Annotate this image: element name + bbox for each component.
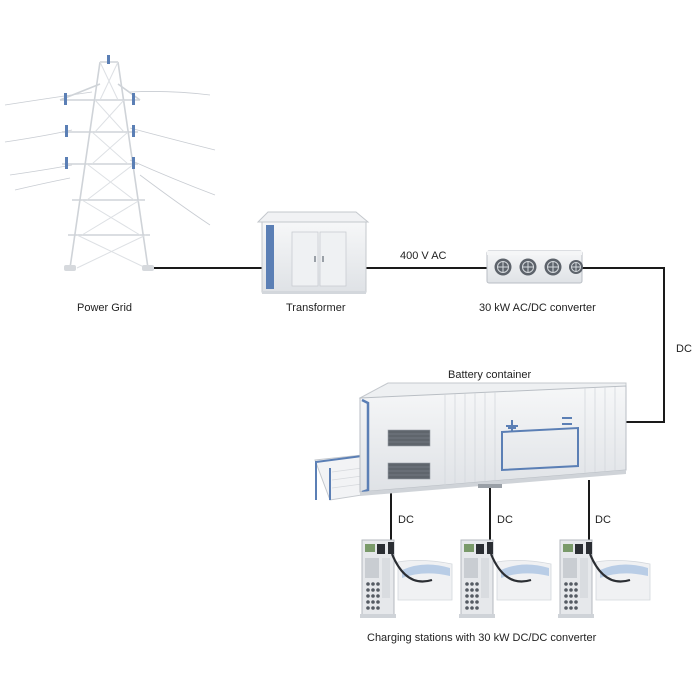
transformer-icon <box>256 211 370 294</box>
ev-charger-icon <box>459 539 552 618</box>
transformer-label: Transformer <box>286 302 346 314</box>
battery-container-label: Battery container <box>448 369 532 381</box>
wire-converter-to-battery <box>582 267 665 423</box>
dc-label-charger-2: DC <box>497 514 513 526</box>
dc-label-converter: DC <box>676 343 692 355</box>
voltage-ac-label: 400 V AC <box>400 250 447 262</box>
dc-label-charger-3: DC <box>595 514 611 526</box>
converter-rack-icon <box>486 250 583 284</box>
converter-label: 30 kW AC/DC converter <box>479 302 596 314</box>
charging-stations <box>360 539 651 618</box>
power-tower-icon <box>59 55 154 271</box>
ev-charger-icon <box>558 539 651 618</box>
battery-symbol-icon <box>501 417 579 472</box>
dc-label-charger-1: DC <box>398 514 414 526</box>
connection-wires <box>150 267 665 542</box>
power-lines <box>4 91 216 226</box>
charging-stations-label: Charging stations with 30 kW DC/DC conve… <box>367 632 597 644</box>
battery-container-icon <box>314 382 627 501</box>
power-grid-label: Power Grid <box>77 302 133 314</box>
ev-charger-icon <box>360 539 453 618</box>
container-ramp <box>314 454 363 501</box>
